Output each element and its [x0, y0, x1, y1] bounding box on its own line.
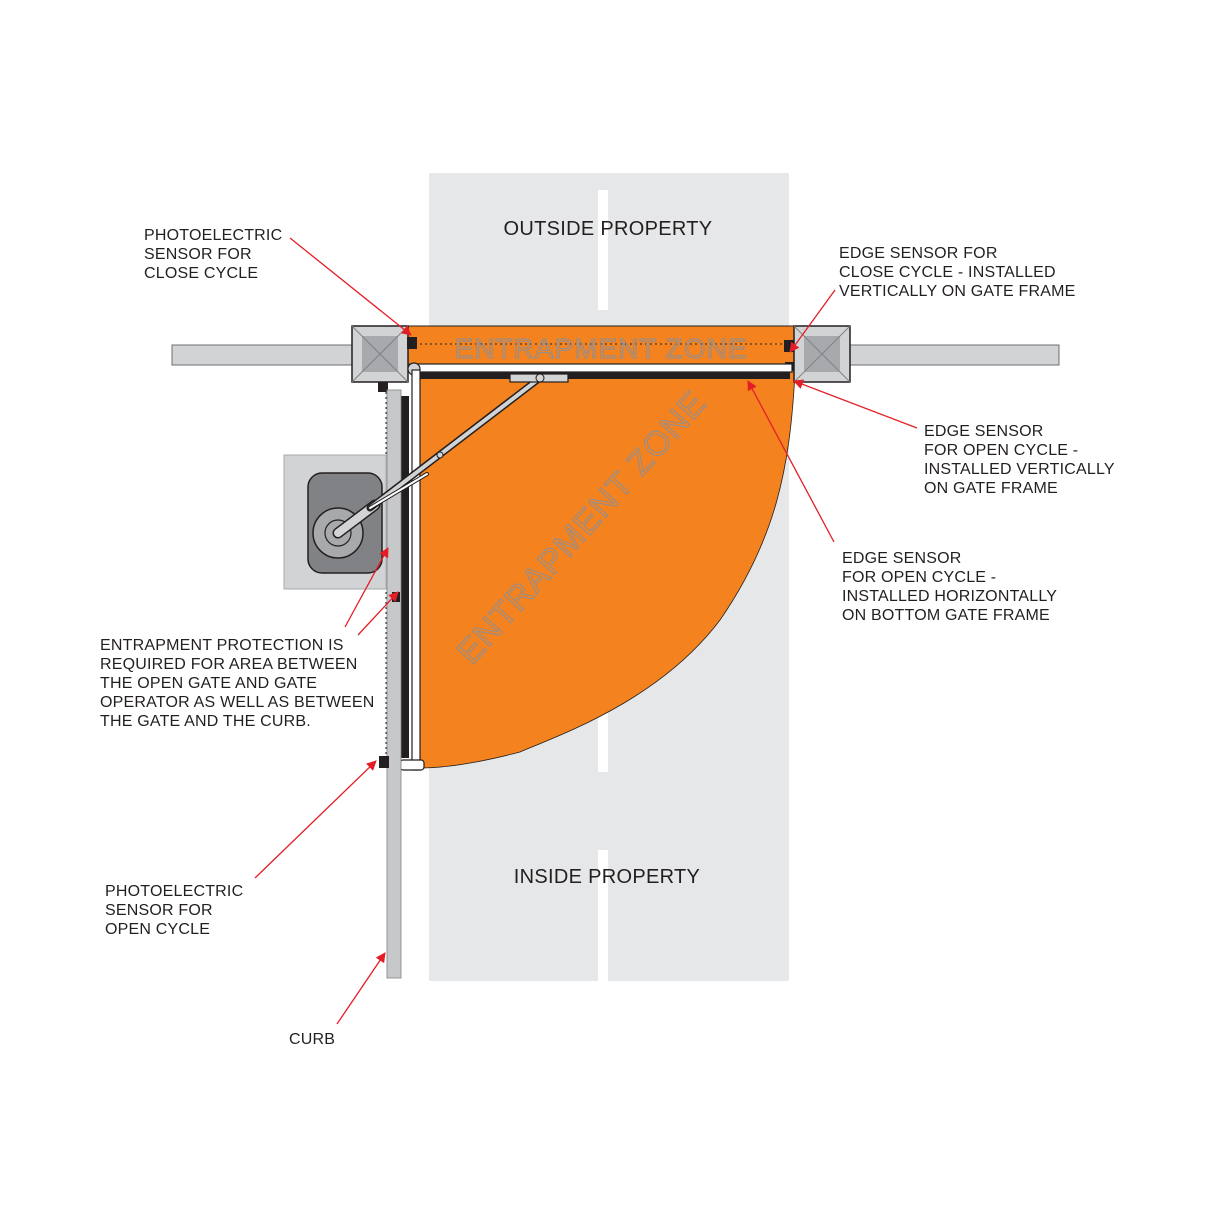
- callout-edge-open-vertical: EDGE SENSOR FOR OPEN CYCLE - INSTALLED V…: [924, 423, 1115, 497]
- callout-line: EDGE SENSOR: [842, 550, 962, 567]
- edge-sensor-close: [784, 340, 794, 352]
- right-post: [793, 325, 851, 383]
- closed-gate: [413, 363, 793, 373]
- center-line-dash: [598, 190, 608, 310]
- arrow-edge-open-horizontal: [747, 380, 835, 543]
- callout-photo-close: PHOTOELECTRIC SENSOR FOR CLOSE CYCLE: [144, 227, 282, 282]
- callout-line: SENSOR FOR: [144, 246, 252, 263]
- edge-sensor-bottom: [418, 372, 790, 379]
- callout-line: THE OPEN GATE AND GATE: [100, 675, 317, 692]
- top-entrapment-zone: [405, 325, 797, 365]
- callout-line: CLOSE CYCLE: [144, 265, 258, 282]
- callout-line: ON GATE FRAME: [924, 480, 1058, 497]
- callout-edge-close: EDGE SENSOR FOR CLOSE CYCLE - INSTALLED …: [839, 245, 1076, 300]
- arrow-edge-close: [789, 289, 836, 353]
- inside-property-label: INSIDE PROPERTY: [514, 866, 700, 888]
- top-zone-label: ENTRAPMENT ZONE: [455, 333, 748, 364]
- callout-line: ENTRAPMENT PROTECTION IS: [100, 637, 344, 654]
- center-line-dash: [598, 850, 608, 981]
- photo-sensor-close: [407, 337, 417, 349]
- curb: [386, 389, 402, 979]
- arrow-entrapment-b: [357, 591, 399, 636]
- callout-line: OPERATOR AS WELL AS BETWEEN: [100, 694, 375, 711]
- operator-arm: [332, 373, 569, 539]
- callout-line: SENSOR FOR: [105, 902, 213, 919]
- callout-line: VERTICALLY ON GATE FRAME: [839, 283, 1076, 300]
- callout-line: EDGE SENSOR: [924, 423, 1044, 440]
- arrow-photo-open: [254, 760, 377, 879]
- callout-line: PHOTOELECTRIC: [105, 883, 243, 900]
- operator-motor-inner: [324, 519, 352, 547]
- fence-left: [171, 344, 356, 366]
- callout-line: PHOTOELECTRIC: [144, 227, 282, 244]
- callout-line: INSTALLED HORIZONTALLY: [842, 588, 1057, 605]
- callout-line: THE GATE AND THE CURB.: [100, 713, 311, 730]
- left-post: [351, 325, 409, 383]
- arrow-photo-close: [289, 237, 412, 336]
- sensor-left-post-bottom: [378, 382, 388, 392]
- gate-foot: [399, 759, 425, 771]
- arrow-entrapment-a: [344, 547, 389, 628]
- swing-entrapment-zone: [419, 371, 796, 769]
- callout-photo-open: PHOTOELECTRIC SENSOR FOR OPEN CYCLE: [105, 883, 243, 938]
- callout-line: OPEN CYCLE: [105, 921, 210, 938]
- callout-line: CLOSE CYCLE - INSTALLED: [839, 264, 1056, 281]
- photo-sensor-open: [379, 756, 389, 768]
- callout-line: REQUIRED FOR AREA BETWEEN: [100, 656, 357, 673]
- arrow-edge-open-vertical: [793, 379, 918, 429]
- callout-line: FOR OPEN CYCLE -: [842, 569, 996, 586]
- callout-edge-open-horizontal: EDGE SENSOR FOR OPEN CYCLE - INSTALLED H…: [842, 550, 1057, 624]
- outside-property-label: OUTSIDE PROPERTY: [504, 218, 713, 240]
- arrow-curb: [336, 952, 386, 1025]
- curb-label: CURB: [289, 1031, 335, 1048]
- open-gate: [411, 369, 421, 771]
- fence-right: [847, 344, 1060, 366]
- open-gate-edge-sensor: [401, 396, 409, 758]
- callout-entrapment-note: ENTRAPMENT PROTECTION IS REQUIRED FOR AR…: [100, 637, 375, 730]
- callout-line: FOR OPEN CYCLE -: [924, 442, 1078, 459]
- callout-line: ON BOTTOM GATE FRAME: [842, 607, 1050, 624]
- callout-line: INSTALLED VERTICALLY: [924, 461, 1115, 478]
- leader-arrows: [254, 237, 918, 1025]
- callout-line: EDGE SENSOR FOR: [839, 245, 998, 262]
